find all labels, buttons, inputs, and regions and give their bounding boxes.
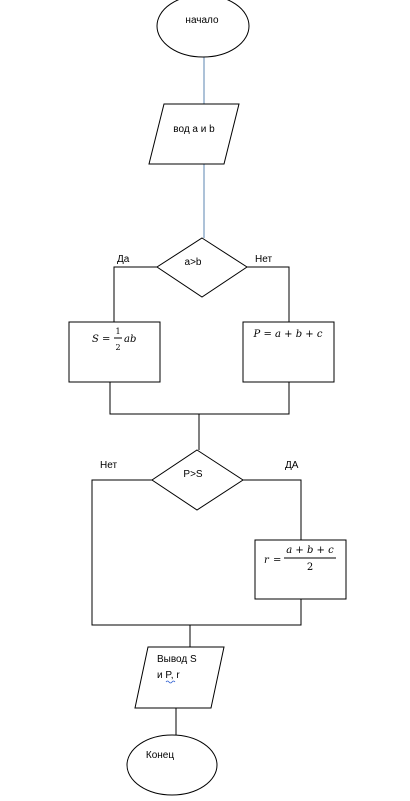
- process-s-frac-den: 2: [115, 343, 120, 352]
- connector-process-r-merge: [190, 599, 302, 626]
- decision2-condition: P>S: [183, 469, 203, 480]
- end-terminal: Конец: [126, 734, 218, 796]
- decision2-yes-label: ДА: [285, 460, 299, 471]
- process-r-lhs: r: [264, 555, 270, 566]
- output-line2-prefix: и: [157, 670, 165, 681]
- process-p-formula: P = a + b + c: [253, 329, 323, 340]
- connector-decision2-no: [91, 479, 190, 626]
- process-r-block: r = a + b + c 2: [254, 539, 347, 600]
- connector-process-s-merge: [109, 382, 199, 415]
- decision2-no-label: Нет: [100, 460, 117, 471]
- process-s-frac-num: 1: [115, 327, 120, 336]
- process-s-block: S = 1 2 ab: [68, 321, 161, 383]
- connector-decision1-yes: [113, 266, 157, 322]
- decision1-condition: a>b: [185, 257, 202, 268]
- connector-decision1-no: [247, 266, 290, 322]
- decision1-no-label: Нет: [255, 254, 272, 265]
- output-line2-r: r: [176, 670, 180, 681]
- connector-process-p-merge: [199, 382, 290, 415]
- start-label: начало: [185, 15, 219, 26]
- spellcheck-underline-icon: [165, 680, 176, 684]
- input-label: вод a и b: [173, 124, 215, 135]
- process-s-rhs: ab: [124, 334, 136, 345]
- process-r-frac-den: 2: [307, 562, 313, 573]
- process-s-eq: =: [102, 334, 110, 345]
- end-label: Конец: [146, 750, 174, 761]
- decision1-yes-label: Да: [117, 254, 130, 265]
- output-block: Вывод S и P, r: [134, 646, 225, 709]
- process-r-frac-num: a + b + c: [286, 545, 334, 556]
- output-line2-sep: ,: [171, 670, 177, 681]
- decision-a-gt-b: a>b: [156, 237, 248, 298]
- output-line1: Вывод S: [157, 654, 197, 665]
- process-p-block: P = a + b + c: [242, 321, 335, 383]
- start-terminal: начало: [156, 0, 250, 58]
- process-s-lhs: S: [92, 334, 99, 345]
- input-block: вод a и b: [148, 103, 240, 165]
- connector-decision2-yes: [243, 479, 302, 540]
- output-line2: и P, r: [157, 670, 180, 681]
- process-r-eq: =: [273, 555, 281, 566]
- output-line2-p: P: [165, 670, 172, 681]
- decision-p-gt-s: P>S: [151, 449, 244, 511]
